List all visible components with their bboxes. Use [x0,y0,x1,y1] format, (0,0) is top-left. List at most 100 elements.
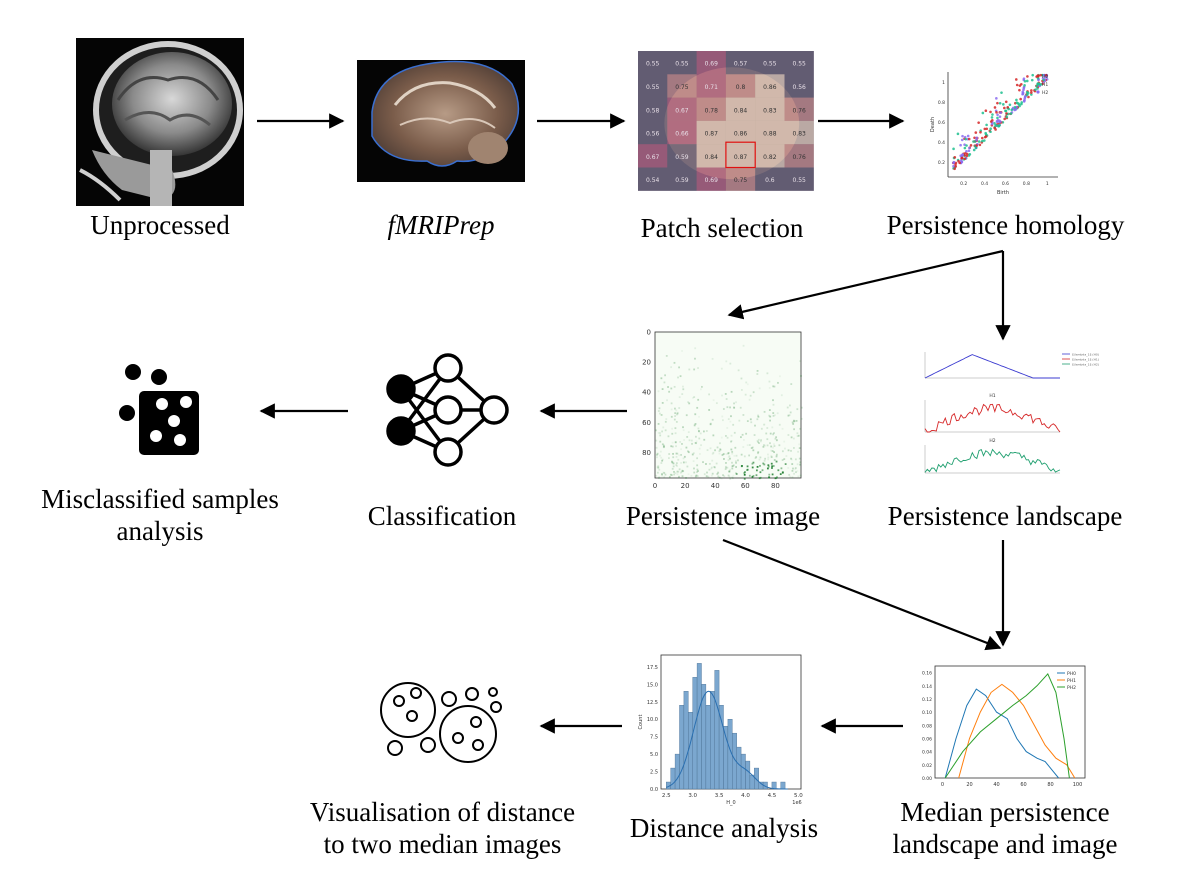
patch-cell-value: 0.58 [646,107,660,114]
patch-cell [638,51,668,75]
persistence-image-pixel [775,436,778,439]
persistence-image-pixel [722,474,724,477]
persistence-image-pixel [663,381,666,384]
persistence-image-pixel [759,464,761,467]
persistence-image-pixel [760,439,762,441]
homology-point [1015,98,1018,102]
persistence-image-pixel [674,441,677,444]
persistence-image-pixel [798,443,801,446]
persistence-image-pixel [744,393,747,396]
persistence-image-pixel [773,432,775,434]
persistence-image-pixel [772,412,775,414]
homology-point [1020,102,1023,106]
persistence-image-pixel [726,466,729,469]
patch-cell-value: 0.83 [792,131,806,138]
homology-point [989,120,993,123]
label-fmriprep: fMRIPrep [387,210,495,240]
landscape-series-line [924,403,1061,433]
persistence-image-pixel [797,475,800,478]
homology-point [983,127,987,131]
persistence-image-pixel [670,402,673,405]
persistence-image-pixel [787,414,790,417]
persistence-image-pixel [728,455,731,458]
landscape-legend-label: $\lambda_1$ (H2) [1072,363,1099,367]
persistence-image-pixel [670,366,673,369]
homology-point [1014,108,1018,111]
persistence-image-pixel [693,467,695,470]
persistence-image-pixel [729,477,732,480]
persistence-image-pixel [658,468,661,471]
patch-cell-value: 0.71 [705,84,719,91]
persistence-image-pixel [668,453,671,455]
persistence-image-pixel [753,434,756,436]
persistence-image-pixel [781,450,784,453]
label-patch-selection: Patch selection [640,213,804,243]
histogram-bar [754,767,759,790]
homology-point [1024,95,1027,98]
arrows [257,113,1011,734]
persistence-image-pixel [762,445,765,448]
patch-cell-value: 0.56 [646,131,660,138]
persistence-image-pixel [659,412,661,415]
persistence-image-pixel [683,455,686,458]
persistence-image-pixel [662,446,665,449]
persistence-image-pixel [727,456,730,459]
persistence-image-pixel [759,471,762,474]
persistence-image-pixel [740,465,743,468]
persistence-image-pixel [656,456,658,459]
homology-point [960,156,964,160]
arrow-homology-to-image [727,249,1004,320]
patch-cell-value: 0.82 [763,154,777,161]
persistence-image-pixel [755,456,758,458]
homology-point [989,127,992,130]
persistence-image-pixel [680,462,683,464]
persistence-image-pixel [772,414,775,417]
homology-point [996,113,999,117]
persistence-image-pixel [717,471,719,474]
persistence-image-pixel [740,377,743,380]
persistence-image-pixel [661,458,664,461]
persistence-image-pixel [731,476,734,479]
persistence-image-pixel [663,472,666,474]
persistence-image-pixel [791,463,794,465]
persistence-image-pixel [661,443,664,446]
persistence-image-pixel [789,411,792,414]
label-median-2: landscape and image [892,829,1118,859]
persistence-image-pixel [783,458,786,461]
label-persistence-landscape: Persistence landscape [887,501,1123,531]
persistence-image-pixel [740,389,743,391]
persistence-image-y-tick: 40 [642,389,651,397]
persistence-image-pixel [660,414,663,416]
persistence-image-pixel [708,393,711,396]
landscape-legend-label: $\lambda_1$ (H0) [1072,353,1099,357]
homology-point [960,138,964,142]
homology-point [1023,79,1027,83]
unprocessed-mri-thumbnail [76,38,244,206]
patch-cell [667,144,697,168]
patch-cell-value: 0.76 [792,154,806,161]
homology-point [959,143,962,147]
persistence-image-pixel [720,477,723,480]
persistence-image-pixel [742,438,745,441]
persistence-image-pixel [773,459,776,461]
homology-legend-label: H0 [1042,74,1048,80]
persistence-image-pixel [769,415,772,418]
patch-cell-value: 0.57 [734,61,748,68]
histogram-bar [683,691,689,790]
persistence-image-pixel [672,465,675,468]
homology-point [1015,83,1019,87]
persistence-image-pixel [664,420,667,423]
persistence-image-pixel [792,419,795,422]
homology-point [989,130,992,134]
persistence-image-pixel [668,390,671,393]
persistence-image-pixel [796,408,799,411]
persistence-image-pixel [771,450,774,452]
persistence-image-pixel [743,455,746,458]
persistence-image-pixel [731,461,733,464]
persistence-image-pixel [703,473,706,476]
persistence-image-pixel [681,393,684,395]
persistence-image-pixel [678,454,681,457]
patch-cell [696,51,726,75]
homology-point [965,144,968,147]
persistence-image-pixel [749,418,752,421]
